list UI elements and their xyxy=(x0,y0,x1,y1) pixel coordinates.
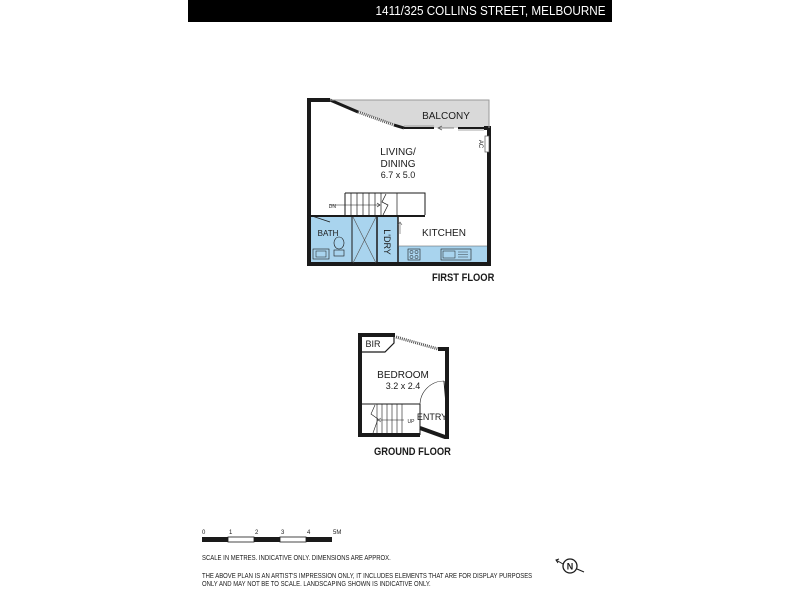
scale-tick-0: 0 xyxy=(202,530,206,536)
scale-tick-5: 5M xyxy=(333,530,342,536)
first-floor-plan: BALCONY AC LIVING/ DINING 6.7 x 5.0 DN B… xyxy=(307,98,491,266)
ground-floor-wall-outline xyxy=(358,333,420,437)
property-address: 1411/325 COLLINS STREET, MELBOURNE xyxy=(376,3,606,18)
scale-tick-2: 2 xyxy=(255,530,259,536)
stair-down xyxy=(330,192,426,216)
header-bar: 1411/325 COLLINS STREET, MELBOURNE xyxy=(188,0,612,22)
compass-label: N xyxy=(567,562,574,572)
angled-window xyxy=(357,110,395,127)
ground-floor-plan: BIR BEDROOM 3.2 x 2.4 UP ENTRY xyxy=(358,333,449,439)
bedroom-dims: 3.2 x 2.4 xyxy=(386,381,421,391)
kitchen-label: KITCHEN xyxy=(422,228,466,239)
bath-label: BATH xyxy=(318,229,339,238)
scale-tick-3: 3 xyxy=(281,530,285,536)
cooktop xyxy=(407,248,421,261)
toilet xyxy=(333,236,345,250)
living-dims: 6.7 x 5.0 xyxy=(381,170,416,180)
scale-bar xyxy=(202,536,332,543)
bath-area xyxy=(309,216,352,263)
first-floor-wall-outline xyxy=(307,98,491,266)
stair-dn-label: DN xyxy=(329,204,337,210)
bir-label: BIR xyxy=(365,339,381,349)
scale-tick-1: 1 xyxy=(229,530,233,536)
laundry-area xyxy=(377,216,398,263)
balcony-label: BALCONY xyxy=(422,111,470,122)
disclaimer-line-2: ONLY AND MAY NOT BE TO SCALE. LANDSCAPIN… xyxy=(202,581,431,588)
bedroom-label: BEDROOM xyxy=(377,370,429,381)
stair-up xyxy=(361,403,421,435)
north-arrow-icon: N xyxy=(555,558,585,574)
ground-angled-window xyxy=(395,335,439,351)
disclaimer: THE ABOVE PLAN IS AN ARTIST'S IMPRESSION… xyxy=(202,573,532,589)
balcony-area xyxy=(330,100,489,128)
entry-door-swing xyxy=(419,380,445,405)
living-label-2: DINING xyxy=(381,159,416,170)
living-label-1: LIVING/ xyxy=(380,147,416,158)
scale-tick-4: 4 xyxy=(307,530,311,536)
laundry-label: L'DRY xyxy=(382,229,392,255)
vanity-basin xyxy=(312,248,330,260)
kitchen-bench xyxy=(398,246,487,263)
ac-label: AC xyxy=(477,140,483,149)
scale-note: SCALE IN METRES. INDICATIVE ONLY. DIMENS… xyxy=(202,555,391,562)
entry-label: ENTRY xyxy=(417,412,447,422)
kitchen-sink xyxy=(440,248,472,261)
angled-wall xyxy=(329,98,359,114)
ground-floor-title: GROUND FLOOR xyxy=(374,446,451,458)
bir-partition xyxy=(361,337,395,353)
first-floor-title: FIRST FLOOR xyxy=(432,272,495,284)
ac-unit xyxy=(484,135,490,153)
disclaimer-line-1: THE ABOVE PLAN IS AN ARTIST'S IMPRESSION… xyxy=(202,573,533,580)
balcony-outline xyxy=(330,99,490,128)
stair-up-label: UP xyxy=(408,419,416,425)
